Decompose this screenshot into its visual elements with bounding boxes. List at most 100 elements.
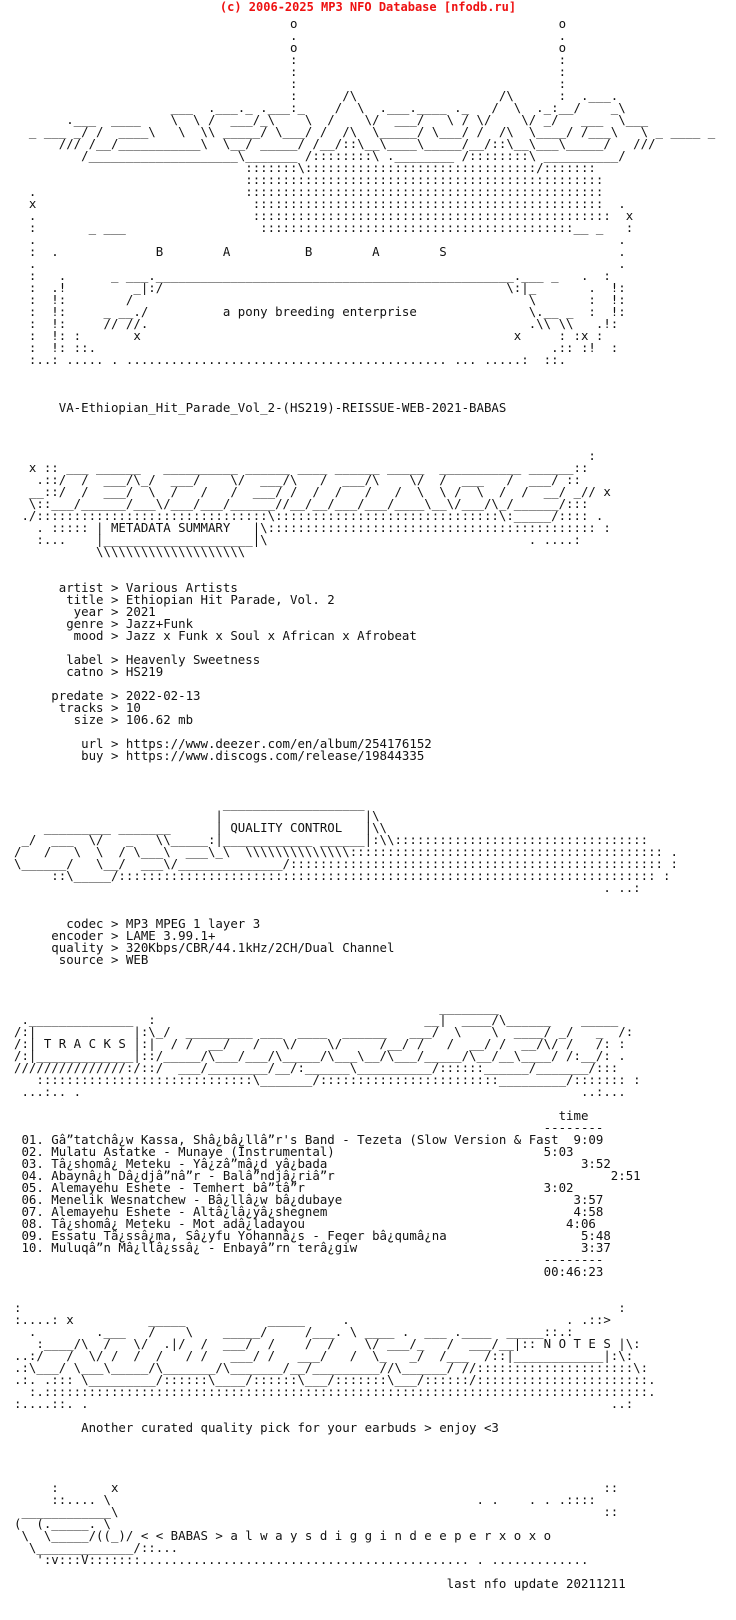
nfo-line <box>14 366 715 378</box>
nfo-line: ..:/ / \/ / / / / / ___/ / ___/ / \_ _/ … <box>14 1348 634 1363</box>
nfo-line: . . <box>14 232 626 247</box>
nfo-line: \::___/______/___\/___/___/______//__/__… <box>14 496 589 511</box>
nfo-line: label > Heavenly Sweetness <box>14 652 261 667</box>
nfo-line: ( (._____. \ <box>14 1516 619 1531</box>
nfo-line: : !: _ __./ a pony breeding enterprise \… <box>14 304 626 319</box>
site-header: (c) 2006-2025 MP3 NFO Database [nfodb.ru… <box>219 0 517 14</box>
nfo-line: _/ ___ \/ _ \\_____:|____________ ______… <box>14 832 649 847</box>
nfo-line: 10. Muluqâ”n Mâ¿llâ¿ssâ¿ - Enbayâ”rn ter… <box>14 1240 611 1255</box>
nfo-line: :::::::\:::::::::::::::::::::::::::::::/… <box>14 160 596 175</box>
nfo-line: \ \_____/((_)/ < < BABAS > a l w a y s d… <box>14 1528 552 1543</box>
nfo-line: size > 106.62 mb <box>14 712 194 727</box>
nfo-line: catno > HS219 <box>14 664 164 679</box>
nfo-line: 07. Alemayehu Eshete - Altâ¿lâ¿yâ¿shegne… <box>14 1204 604 1219</box>
nfo-line <box>14 774 715 786</box>
nfo-line <box>14 894 715 906</box>
nfo-line: /:| |:\_/ _________ ___ ____ ______ ___/… <box>14 1024 634 1039</box>
nfo-line: ___________________ <box>14 796 365 811</box>
nfo-line: encoder > LAME 3.99.1+ <box>14 928 216 943</box>
nfo-line: /// /__/___________\ \__/ _____/ /__/::\… <box>14 136 656 151</box>
nfo-line: . . <box>14 28 567 43</box>
nfo-line: buy > https://www.discogs.com/release/19… <box>14 748 425 763</box>
nfo-line: :... |____________________|\ . ....: <box>14 532 581 547</box>
nfo-line <box>14 1458 715 1470</box>
nfo-line: .::/ / ___/\_/ ___/ \/ ___/\ / ___/\ \/ … <box>14 472 581 487</box>
nfo-line: : : <box>14 76 567 91</box>
nfo-line: : . B A B A S . <box>14 244 626 259</box>
nfo-line: . ..: <box>14 880 641 895</box>
nfo-line: /:|_____________|::/_____/\___/___/\____… <box>14 1048 626 1063</box>
nfo-line: : !: / \ : !: <box>14 292 626 307</box>
nfo-line: 03. Tâ¿shomâ¿ Meteku - Yâ¿zâ”mâ¿d yâ¿bad… <box>14 1156 611 1171</box>
nfo-line: : _ ___ ::::::::::::::::::::::::::::::::… <box>14 220 634 235</box>
nfo-line: 09. Essatu Tâ¿ssâ¿ma, Sâ¿yfu Yohannâ¿s -… <box>14 1228 611 1243</box>
nfo-line: VA-Ethiopian_Hit_Parade_Vol_2-(HS219)-RE… <box>14 400 507 415</box>
nfo-line: _________ _______ | QUALITY CONTROL |\\ <box>14 820 387 835</box>
nfo-line: 05. Alemayehu Eshete - Temhert bâ”tâ”r 3… <box>14 1180 574 1195</box>
nfo-line: codec > MP3 MPEG 1 layer 3 <box>14 916 261 931</box>
nfo-line: : !: : x x : :x : <box>14 328 604 343</box>
nfo-line: : .! _|:/ \:|_ . !: <box>14 280 626 295</box>
nfo-line: x ::::::::::::::::::::::::::::::::::::::… <box>14 196 626 211</box>
nfo-line: / / \ \ / \___\ ___\_\ \\\\\\\\\\\\\\:::… <box>14 844 678 859</box>
nfo-line: \\\\\\\\\\\\\\\\\\\\ <box>14 544 246 559</box>
nfo-line: quality > 320Kbps/CBR/44.1kHz/2CH/Dual C… <box>14 940 395 955</box>
nfo-line: :..: ..... . ...........................… <box>14 352 567 367</box>
nfo-line: 02. Mulatu Astatke - Munaye (Instrumenta… <box>14 1144 574 1159</box>
nfo-line: :....::. . ..: <box>14 1396 634 1411</box>
nfo-ascii-document: o o . . o o <box>14 16 715 1591</box>
nfo-line: o o <box>14 16 567 31</box>
nfo-line: 01. Gâ”tatchâ¿w Kassa, Shâ¿bâ¿llâ”r's Ba… <box>14 1132 604 1147</box>
nfo-line: mood > Jazz x Funk x Soul x African x Af… <box>14 628 417 643</box>
nfo-line: : : <box>14 1300 626 1315</box>
nfo-line: Another curated quality pick for your ea… <box>14 1420 499 1435</box>
nfo-line: . ::::::::::::::::::::::::::::::::::::::… <box>14 208 634 223</box>
nfo-line: .______________ : __| ____/\______ _____ <box>14 1012 619 1027</box>
nfo-line: -------- <box>14 1120 604 1135</box>
nfo-line: /:| T R A C K S |:| / / __/ / \/ \/ /__/… <box>14 1036 626 1051</box>
nfo-line: ':v:::V:::::::..........................… <box>14 1552 589 1567</box>
nfo-line: 00:46:23 <box>14 1264 604 1279</box>
nfo-line: : x :: <box>14 1480 619 1495</box>
nfo-line: ./:::::::::::::::::::::::::::::::\::::::… <box>14 508 604 523</box>
nfo-line: . .___ / \ _____/ /___. \ ____ . ___ .__… <box>14 1324 574 1339</box>
nfo-line: last nfo update 20211211 <box>14 1576 626 1591</box>
nfo-line: source > WEB <box>14 952 149 967</box>
nfo-line: ...:.. . ..:... <box>14 1084 626 1099</box>
nfo-line <box>14 426 715 438</box>
nfo-line <box>14 378 715 390</box>
nfo-line: ::::::::::::::::::::::::::::::::::::::::… <box>14 172 604 187</box>
nfo-line <box>14 558 715 570</box>
nfo-line: __::/ / ___/ \ / / / ___/ / / / / / \ \ … <box>14 484 611 499</box>
nfo-line: title > Ethiopian Hit Parade, Vol. 2 <box>14 592 335 607</box>
nfo-line: o o <box>14 40 567 55</box>
nfo-line: \_____________/::... <box>14 1540 634 1555</box>
nfo-line: \______/ \__/ ___\/______________/::::::… <box>14 856 678 871</box>
nfo-line <box>14 1446 715 1458</box>
nfo-line: .___ ____ \ \ / ___/_\ \ / \/ ___/ \ / \… <box>14 112 649 127</box>
nfo-line: .:. .::: \_________/::::::\____/::::::\_… <box>14 1372 656 1387</box>
nfo-line <box>14 978 715 990</box>
nfo-line <box>14 966 715 978</box>
nfo-line: :____/\ / \/ .|/ / ___/ / / / \/ ___/_ /… <box>14 1336 641 1351</box>
nfo-line: : !: ::. .:: :! : <box>14 340 619 355</box>
nfo-line: : : <box>14 64 567 79</box>
nfo-line: 04. Abaynâ¿h Dâ¿djâ”nâ”r - Balâ”ndjâ¿riâ… <box>14 1168 641 1183</box>
nfo-line <box>14 414 715 426</box>
nfo-line: 06. Menelik Wesnatchew - Bâ¿llâ¿w bâ¿dub… <box>14 1192 604 1207</box>
nfo-line: :::::::::::::::::::::::::::::\_______/::… <box>14 1072 641 1087</box>
nfo-line: ____________\ :: <box>14 1504 619 1519</box>
nfo-line: -------- <box>14 1252 604 1267</box>
nfo-line: 08. Tâ¿shomâ¿ Meteku - Mot adâ¿ladayou 4… <box>14 1216 596 1231</box>
nfo-line: genre > Jazz+Funk <box>14 616 194 631</box>
nfo-line: :....: x _____ _____ . . .::> <box>14 1312 611 1327</box>
nfo-line: : . _ ___.______________________________… <box>14 268 611 283</box>
nfo-line: artist > Various Artists <box>14 580 238 595</box>
nfo-line: ::\_____/:::::::::::::::::::::::::::::::… <box>14 868 671 883</box>
nfo-line: tracks > 10 <box>14 700 141 715</box>
nfo-line: :.::::::::::::::::::::::::::::::::::::::… <box>14 1384 656 1399</box>
nfo-line: : : <box>14 52 567 67</box>
nfo-line <box>14 1434 715 1446</box>
nfo-line: ___ .___._ .___:_ / \ .___.____ ._ / \ .… <box>14 100 626 115</box>
nfo-line <box>14 762 715 774</box>
